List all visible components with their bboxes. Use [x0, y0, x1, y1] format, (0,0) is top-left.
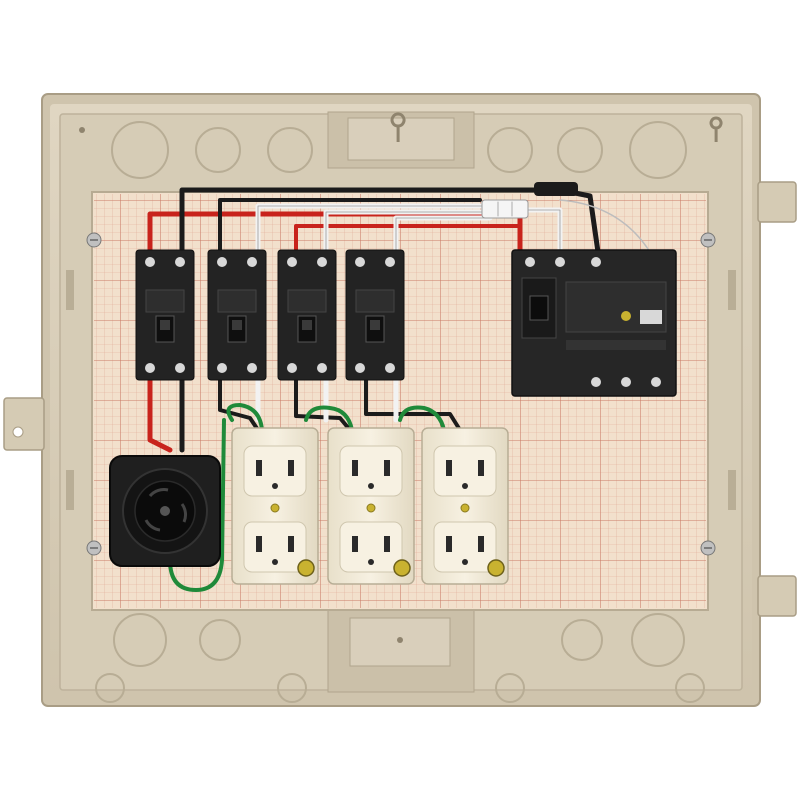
knockouts-top: [111, 121, 687, 179]
knockouts-bottom: [95, 613, 705, 703]
duplex-outlet-icon: [421, 427, 509, 585]
circuit-breaker-icon: [277, 249, 337, 381]
duplex-outlets: [231, 427, 509, 585]
circuit-breaker-icon: [135, 249, 195, 381]
wiring: [147, 182, 651, 592]
circuit-breaker-icon: [207, 249, 267, 381]
left-mounting-tab: [3, 397, 45, 451]
right-mounting-tab-top: [757, 181, 797, 223]
duplex-outlet-icon: [327, 427, 415, 585]
plate-screws: [86, 232, 716, 556]
circuit-breaker-icon: [345, 249, 405, 381]
duplex-outlet-icon: [231, 427, 319, 585]
twist-lock-receptacle-icon: [109, 455, 221, 567]
right-mounting-tab-bottom: [757, 575, 797, 617]
earth-leakage-breaker-icon: [511, 249, 677, 397]
branch-breakers: [135, 249, 405, 381]
